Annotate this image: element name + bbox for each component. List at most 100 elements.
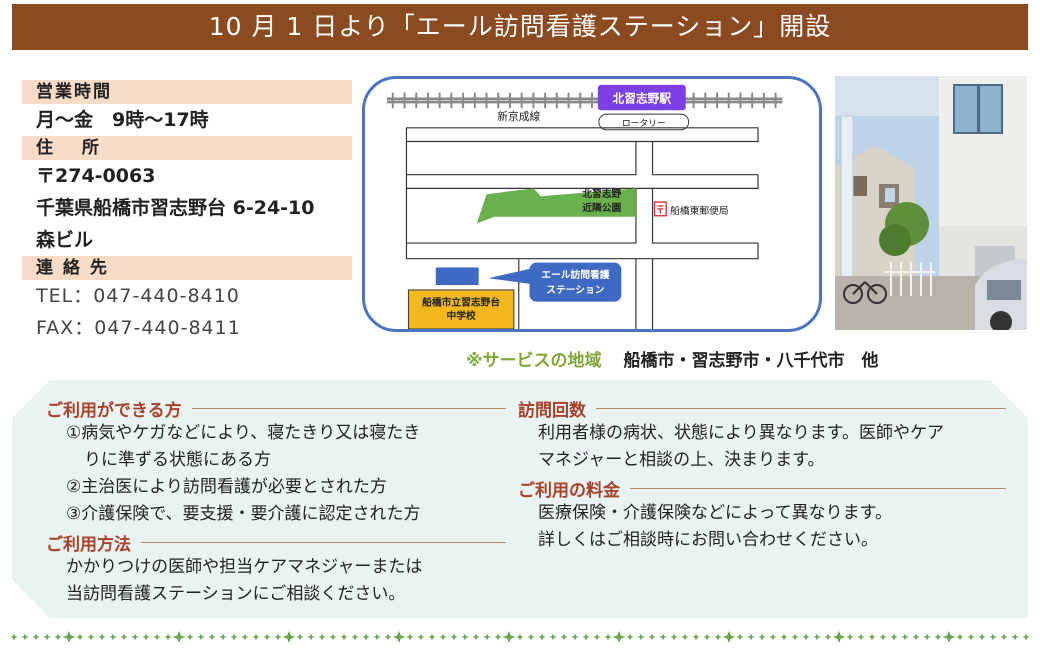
service-area: ※サービスの地域 船橋市・習志野市・八千代市 他: [466, 346, 878, 371]
sparkle: [1000, 633, 1008, 641]
sparkle: [802, 633, 810, 641]
sparkle: [340, 633, 348, 641]
method-section: ご利用方法 かかりつけの医師や担当ケアマネジャーまたは 当訪問看護ステーションに…: [46, 530, 506, 608]
sparkle: [241, 633, 249, 641]
callout-pointer: [488, 268, 532, 285]
sparkle: [153, 633, 161, 641]
sparkle: [439, 633, 447, 641]
sparkle: [120, 633, 128, 641]
sparkle-border: [10, 631, 1030, 643]
callout-label-1: エール訪問看護: [541, 268, 609, 281]
fee-line-2: 詳しくはご相談時にお問い合わせください。: [538, 530, 878, 550]
sparkle: [274, 633, 282, 641]
eligible-title-row: ご利用ができる方: [46, 396, 506, 421]
method-body: かかりつけの医師や担当ケアマネジャーまたは 当訪問看護ステーションにご相談くださ…: [46, 554, 506, 608]
visits-title-row: 訪問回数: [518, 396, 1006, 421]
railway-track: [386, 92, 783, 109]
sparkle: [659, 633, 667, 641]
sparkle: [538, 633, 546, 641]
method-title: ご利用方法: [46, 534, 131, 555]
service-area-value: 船橋市・習志野市・八千代市 他: [623, 351, 879, 371]
sparkle: [109, 633, 117, 641]
sparkle: [527, 633, 535, 641]
sparkle: [32, 633, 40, 641]
fee-line-1: 医療保険・介護保険などによって異なります。: [538, 503, 892, 523]
sparkle: [263, 633, 271, 641]
sparkle: [208, 633, 216, 641]
railway-label: 新京成線: [497, 110, 540, 123]
sparkle: [714, 633, 722, 641]
sparkle: [824, 633, 832, 641]
visits-line-1: 利用者様の病状、状態により異なります。医師やケア: [538, 423, 944, 443]
eligible-rule: [191, 407, 506, 409]
service-area-label: ※サービスの地域: [466, 351, 602, 371]
eligible-section: ご利用ができる方 ①病気やケガなどにより、寝たきり又は寝たき りに準ずる状態にあ…: [46, 396, 506, 528]
sparkle: [791, 633, 799, 641]
page-title-banner: 10 月 1 日より「エール訪問看護ステーション」開設: [12, 4, 1028, 50]
map-illustration: 北習志野駅 新京成線 ロータリー 北習志野 近隣公園 船橋東郵便: [386, 84, 783, 329]
sparkle: [417, 633, 425, 641]
sparkle: [857, 633, 865, 641]
sparkle: [76, 633, 84, 641]
sparkle: [956, 633, 964, 641]
callout-box: [529, 262, 622, 302]
sparkle: [978, 633, 986, 641]
sparkle: [393, 631, 405, 643]
business-info: 営業時間 月〜金 9時〜17時 住 所 〒274-0063 千葉県船橋市習志野台…: [22, 80, 352, 344]
visits-rule: [596, 407, 1006, 409]
method-title-row: ご利用方法: [46, 530, 506, 555]
station-box: [597, 84, 686, 111]
sparkle: [670, 633, 678, 641]
sparkle: [283, 631, 295, 643]
sparkle: [571, 633, 579, 641]
visits-body: 利用者様の病状、状態により異なります。医師やケア マネジャーと相談の上、決まりま…: [518, 420, 1006, 474]
sparkle: [351, 633, 359, 641]
post-office-label: 船橋東郵便局: [670, 204, 729, 217]
eligible-item-3: ③介護保険で、要支援・要介護に認定された方: [66, 504, 421, 524]
visits-section: 訪問回数 利用者様の病状、状態により異なります。医師やケア マネジャーと相談の上…: [518, 396, 1006, 474]
sparkle: [450, 633, 458, 641]
sparkle: [912, 633, 920, 641]
eligible-item-2: ②主治医により訪問看護が必要とされた方: [66, 477, 387, 497]
method-line-2: 当訪問看護ステーションにご相談ください。: [66, 584, 406, 604]
sparkle: [516, 633, 524, 641]
sparkle: [604, 633, 612, 641]
page-title: 10 月 1 日より「エール訪問看護ステーション」開設: [208, 12, 832, 41]
rotary-label: ロータリー: [622, 118, 666, 129]
sparkle: [307, 633, 315, 641]
eligible-item-1a: ①病気やケガなどにより、寝たきり又は寝たき: [66, 423, 421, 443]
info-panel: ご利用ができる方 ①病気やケガなどにより、寝たきり又は寝たき りに準ずる状態にあ…: [12, 380, 1028, 618]
sparkle: [967, 633, 975, 641]
sparkle: [142, 633, 150, 641]
sparkle: [613, 631, 625, 643]
sparkle: [582, 633, 590, 641]
sparkle: [483, 633, 491, 641]
visits-line-2: マネジャーと相談の上、決まります。: [538, 450, 825, 470]
sparkle: [769, 633, 777, 641]
sparkle: [780, 633, 788, 641]
sparkle: [164, 633, 172, 641]
eligible-title: ご利用ができる方: [46, 400, 182, 421]
sparkle: [494, 633, 502, 641]
tel-number: TEL：047-440-8410: [36, 285, 240, 307]
postal-code: 〒274-0063: [36, 165, 156, 187]
sparkle: [230, 633, 238, 641]
hours-value: 月〜金 9時〜17時: [36, 109, 209, 131]
callout-label-2: ステーション: [546, 284, 605, 296]
sparkle: [943, 631, 955, 643]
sparkle: [186, 633, 194, 641]
sparkle: [252, 633, 260, 641]
sparkle: [723, 631, 735, 643]
sparkle: [648, 633, 656, 641]
sparkle: [329, 633, 337, 641]
sparkle: [549, 633, 557, 641]
address-value: 千葉県船橋市習志野台 6-24-10: [36, 197, 315, 219]
station-building-marker: [435, 267, 479, 286]
eligible-body: ①病気やケガなどにより、寝たきり又は寝たき りに準ずる状態にある方 ②主治医によ…: [46, 420, 506, 528]
school-label-1: 船橋市立習志野台: [422, 296, 500, 309]
visits-title: 訪問回数: [518, 400, 586, 421]
sparkle: [879, 633, 887, 641]
sparkle: [406, 633, 414, 641]
contact-label: 連 絡 先: [22, 256, 352, 280]
sparkle: [131, 633, 139, 641]
